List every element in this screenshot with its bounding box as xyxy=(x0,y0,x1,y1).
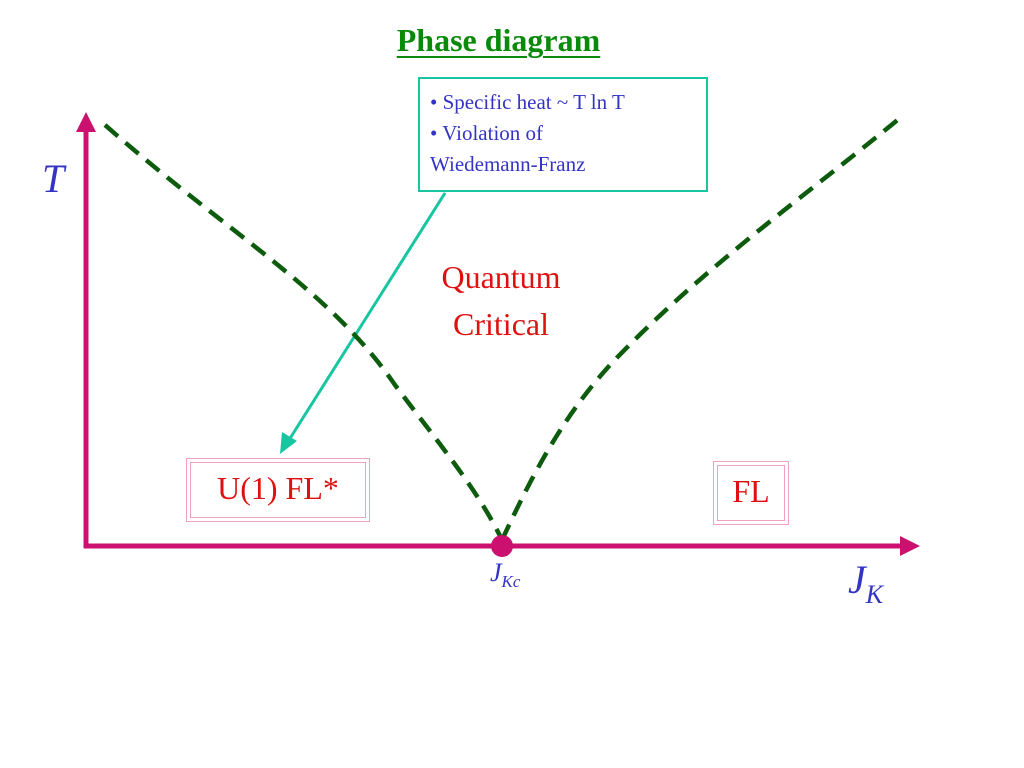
annotation-arrow-line xyxy=(287,192,447,441)
critical-point-marker xyxy=(491,535,513,557)
y-axis-arrowhead xyxy=(76,112,96,132)
u1-fl-star-region-label: U(1) FL* xyxy=(186,458,370,522)
fl-region-label: FL xyxy=(713,461,789,525)
x-axis-label-main: J xyxy=(848,557,866,602)
x-axis-label: JK xyxy=(848,556,883,610)
y-axis-label: T xyxy=(42,156,65,201)
critical-point-label: JKc xyxy=(490,558,520,592)
x-axis-label-subscript: K xyxy=(865,580,884,609)
quantum-critical-line-1: Quantum xyxy=(441,259,561,295)
annotation-line-wiedemann-franz: Wiedemann-Franz xyxy=(430,152,586,176)
annotation-line-specific-heat: • Specific heat ~ T ln T xyxy=(430,90,625,114)
x-axis-arrowhead xyxy=(900,536,920,556)
annotation-arrowhead xyxy=(280,432,297,454)
critical-point-label-main: J xyxy=(490,558,502,587)
fl-text: FL xyxy=(717,465,785,521)
properties-annotation-box: • Specific heat ~ T ln T • Violation of … xyxy=(418,77,708,192)
critical-point-label-subscript: Kc xyxy=(501,572,521,591)
page-title: Phase diagram xyxy=(396,22,601,58)
u1-fl-star-text: U(1) FL* xyxy=(190,462,366,518)
left-crossover-boundary xyxy=(103,123,505,541)
annotation-line-violation: • Violation of xyxy=(430,121,544,145)
quantum-critical-label: Quantum Critical xyxy=(401,254,601,348)
quantum-critical-line-2: Critical xyxy=(453,306,549,342)
